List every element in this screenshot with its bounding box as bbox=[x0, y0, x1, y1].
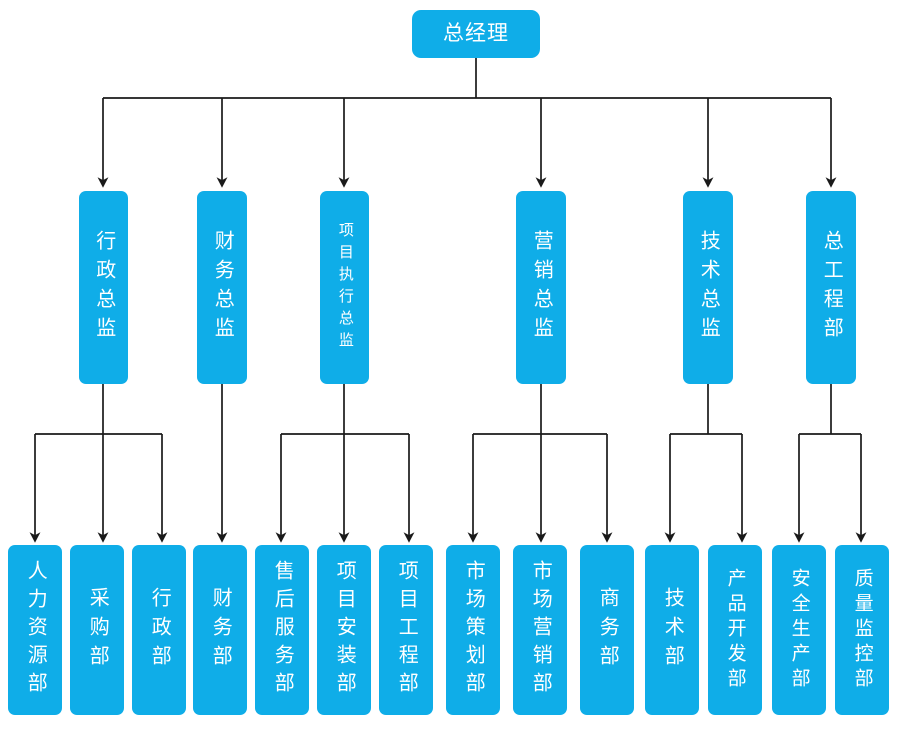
node-market-sales-dept[interactable]: 市场营销部 bbox=[513, 545, 567, 715]
node-after-sales-dept[interactable]: 售后服务部 bbox=[255, 545, 309, 715]
marketing-director-connectors bbox=[467, 384, 613, 543]
node-purchasing-dept[interactable]: 采购部 bbox=[70, 545, 124, 715]
tech-director-connectors bbox=[664, 384, 748, 543]
node-market-planning-dept[interactable]: 市场策划部 bbox=[446, 545, 500, 715]
node-finance-dept[interactable]: 财务部 bbox=[193, 545, 247, 715]
node-safety-production-dept[interactable]: 安全生产部 bbox=[772, 545, 826, 715]
node-business-dept[interactable]: 商务部 bbox=[580, 545, 634, 715]
node-project-install-dept[interactable]: 项目安装部 bbox=[317, 545, 371, 715]
node-tech-director[interactable]: 技术总监 bbox=[683, 191, 733, 384]
node-product-dev-dept[interactable]: 产品开发部 bbox=[708, 545, 762, 715]
project-exec-director-connectors bbox=[275, 384, 415, 543]
node-admin-director[interactable]: 行政总监 bbox=[79, 191, 128, 384]
node-project-exec-director[interactable]: 项目执行总监 bbox=[320, 191, 369, 384]
chief-engineering-dept-connectors bbox=[793, 384, 867, 543]
node-chief-engineering-dept[interactable]: 总工程部 bbox=[806, 191, 856, 384]
root-to-level2-connectors bbox=[97, 58, 837, 188]
node-hr-dept[interactable]: 人力资源部 bbox=[8, 545, 62, 715]
node-marketing-director[interactable]: 营销总监 bbox=[516, 191, 566, 384]
node-technology-dept[interactable]: 技术部 bbox=[645, 545, 699, 715]
node-general-manager[interactable]: 总经理 bbox=[412, 10, 540, 58]
node-finance-director[interactable]: 财务总监 bbox=[197, 191, 247, 384]
node-quality-control-dept[interactable]: 质量监控部 bbox=[835, 545, 889, 715]
node-project-engineering-dept[interactable]: 项目工程部 bbox=[379, 545, 433, 715]
admin-director-connectors bbox=[29, 384, 168, 543]
node-admin-dept[interactable]: 行政部 bbox=[132, 545, 186, 715]
